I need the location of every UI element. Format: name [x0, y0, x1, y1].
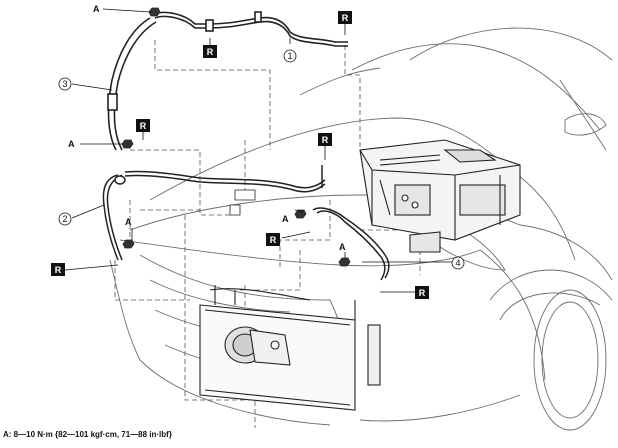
svg-text:2: 2	[62, 214, 67, 224]
svg-text:R: R	[270, 235, 277, 245]
torque-label-a: A	[93, 4, 100, 14]
svg-text:R: R	[342, 13, 349, 23]
replace-marks: R R R R R R R	[51, 11, 429, 299]
numbered-callouts: 1 3 2 4	[58, 49, 465, 270]
replace-mark-badge: R	[338, 11, 352, 24]
hvac-unit	[359, 139, 521, 253]
replace-mark-badge: R	[136, 119, 150, 132]
torque-label-a: A	[125, 217, 132, 227]
torque-label-a: A	[282, 214, 289, 224]
replace-mark-badge: R	[266, 233, 280, 246]
callout-2: 2	[58, 212, 72, 226]
pipe-4	[312, 165, 390, 281]
bolts	[121, 7, 351, 267]
replace-mark-badge: R	[415, 286, 429, 299]
torque-specification-note: A: 8—10 N·m {82—101 kgf·cm, 71—88 in·lbf…	[3, 430, 172, 439]
svg-text:R: R	[207, 47, 214, 57]
replace-mark-badge: R	[318, 133, 332, 146]
callout-4: 4	[451, 256, 465, 270]
svg-text:R: R	[140, 121, 147, 131]
torque-label-a: A	[68, 139, 75, 149]
svg-text:R: R	[55, 265, 62, 275]
pipe-2	[102, 170, 326, 261]
torque-markers: A A A A A	[68, 4, 346, 252]
svg-text:4: 4	[455, 258, 460, 268]
pipe-1	[154, 11, 348, 47]
callout-1: 1	[283, 49, 297, 63]
hose-3	[107, 17, 157, 151]
svg-text:3: 3	[62, 79, 67, 89]
torque-label-a: A	[339, 242, 346, 252]
svg-text:R: R	[419, 288, 426, 298]
replace-mark-badge: R	[203, 45, 217, 58]
svg-text:1: 1	[287, 51, 292, 61]
svg-text:R: R	[322, 135, 329, 145]
compressor	[224, 326, 291, 366]
callout-lines	[64, 8, 452, 293]
callout-3: 3	[58, 77, 72, 91]
replace-mark-badge: R	[51, 263, 65, 276]
